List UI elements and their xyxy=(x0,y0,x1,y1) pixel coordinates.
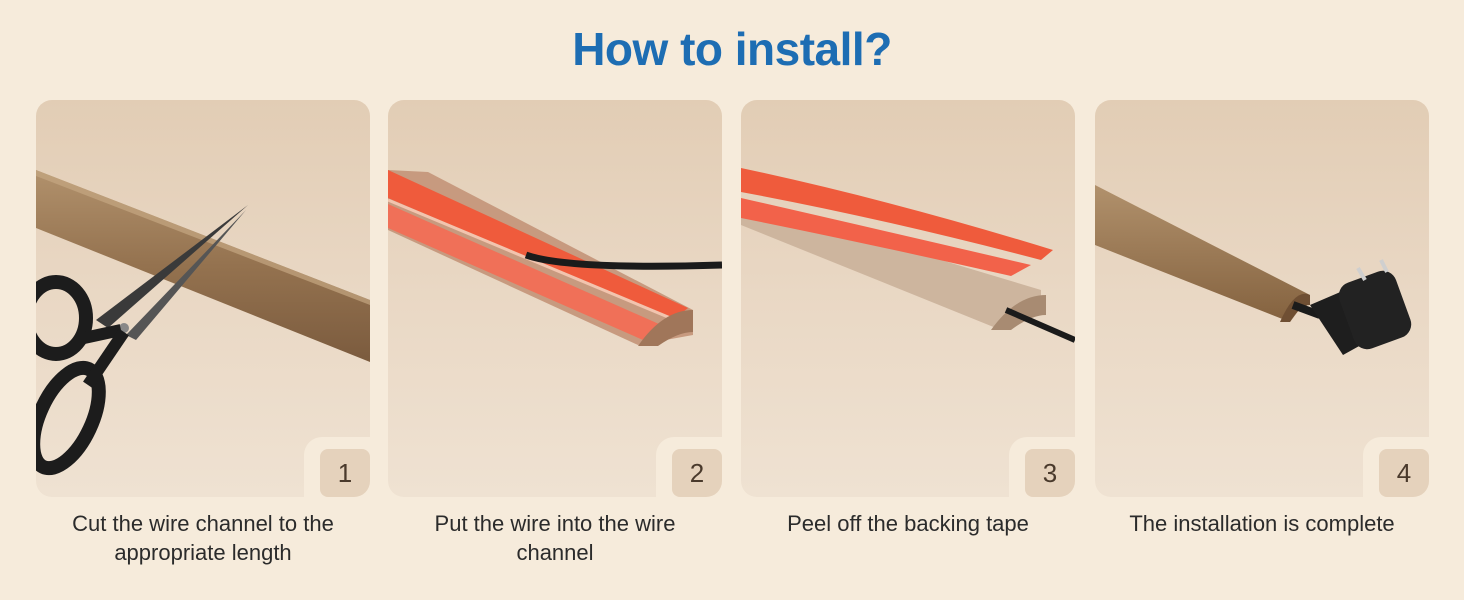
step-2: 2 Put the wire into the wire channel xyxy=(388,100,722,570)
wire-channel xyxy=(1095,185,1310,322)
backing-tape xyxy=(741,168,1053,260)
step-3-illustration: 3 xyxy=(741,100,1075,497)
step-caption: Peel off the backing tape xyxy=(787,511,1029,536)
step-number: 4 xyxy=(1379,449,1429,497)
wire-channel xyxy=(741,210,1041,328)
step-number: 1 xyxy=(320,449,370,497)
scissors-handle xyxy=(36,275,93,361)
step-4: 4 The installation is complete xyxy=(1095,100,1429,570)
wire xyxy=(524,251,722,270)
step-caption: The installation is complete xyxy=(1129,511,1395,536)
adhesive-tape xyxy=(388,170,688,320)
step-number: 3 xyxy=(1025,449,1075,497)
step-2-illustration: 2 xyxy=(388,100,722,497)
wire-channel xyxy=(36,170,370,362)
installed-channel-illustration xyxy=(1095,185,1412,355)
cut-channel-illustration xyxy=(36,170,370,476)
step-4-illustration: 4 xyxy=(1095,100,1429,497)
step-1: 1 Cut the wire channel to the appropriat… xyxy=(36,100,370,570)
page-title: How to install? xyxy=(572,23,892,75)
step-1-illustration: 1 xyxy=(36,100,370,497)
insert-wire-illustration xyxy=(388,170,722,346)
step-number: 2 xyxy=(672,449,722,497)
wire xyxy=(1291,301,1322,319)
step-caption: Put the wire into the wire channel xyxy=(434,511,676,565)
scissors-blade xyxy=(96,205,248,328)
peel-tape-illustration xyxy=(741,168,1075,343)
wire xyxy=(1004,307,1075,343)
step-3: 3 Peel off the backing tape xyxy=(741,100,1075,570)
step-caption: Cut the wire channel to the appropriate … xyxy=(72,511,334,565)
channel-end xyxy=(638,310,693,346)
